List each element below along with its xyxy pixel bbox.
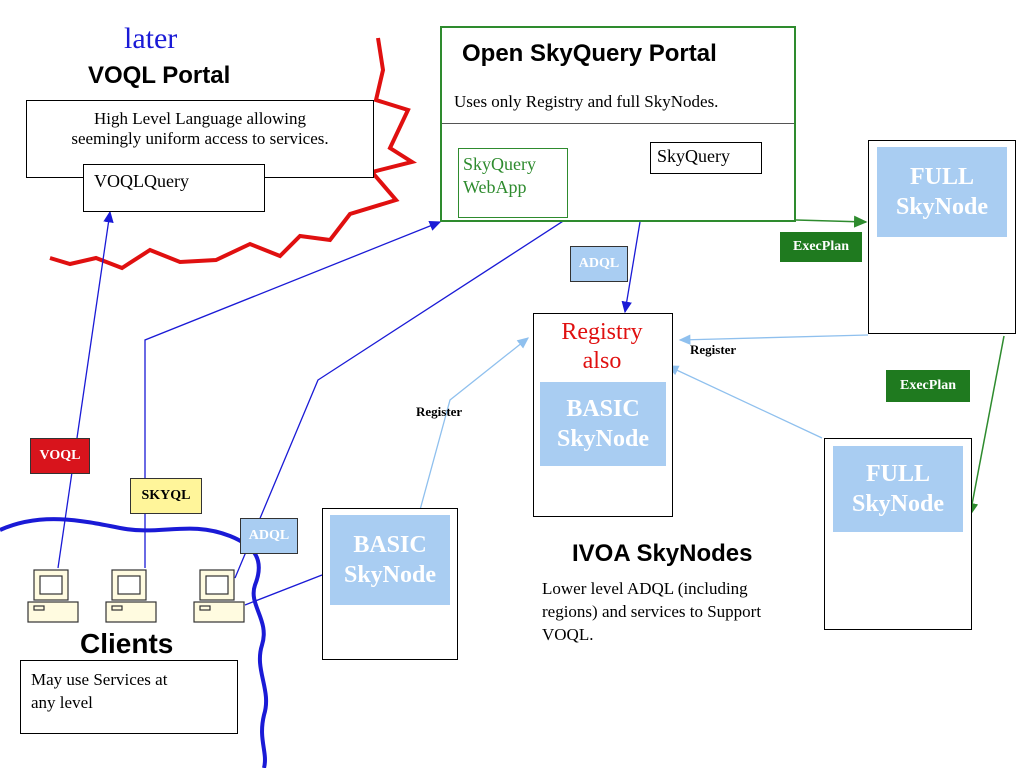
registry-line2: also: [582, 347, 622, 374]
registry-basic-skynode: BASIC SkyNode: [540, 382, 666, 466]
skyquery-portal-title: Open SkyQuery Portal: [462, 40, 717, 67]
skyquery-label: SkyQuery: [657, 146, 730, 166]
full-top-line2: SkyNode: [895, 194, 989, 220]
ivoa-desc-line3: VOQL.: [542, 624, 594, 644]
register-right-label: Register: [690, 342, 737, 357]
voql-tag: VOQL: [30, 438, 90, 474]
computer-icon: [27, 569, 245, 623]
voql-query-box[interactable]: VOQLQuery: [83, 164, 265, 212]
basic-left-line1: BASIC: [353, 532, 427, 558]
basic-left-line2: SkyNode: [343, 562, 437, 588]
full-skynode-bottom: FULL SkyNode: [833, 446, 963, 532]
adql-left-tag: ADQL: [240, 518, 298, 554]
ivoa-desc-line2: regions) and services to Support: [542, 601, 762, 621]
voql-portal-title: VOQL Portal: [88, 62, 231, 89]
execplan-top-tag: ExecPlan: [780, 232, 862, 262]
registry-title: Registry also: [534, 318, 670, 376]
voql-description-line1: High Level Language allowing: [94, 109, 306, 128]
full-top-line1: FULL: [909, 164, 974, 190]
adql-center-tag: ADQL: [570, 246, 628, 282]
clients-desc-line1: May use Services at: [31, 670, 168, 689]
clients-title: Clients: [80, 628, 174, 659]
basic-skynode-left: BASIC SkyNode: [330, 515, 450, 605]
skyquery-webapp-box[interactable]: SkyQuery WebApp: [458, 148, 568, 218]
full-bottom-line2: SkyNode: [851, 491, 945, 517]
registry-node-line1: BASIC: [566, 396, 640, 422]
execplan-right-tag: ExecPlan: [886, 370, 970, 402]
skyquery-box[interactable]: SkyQuery: [650, 142, 762, 174]
skyql-tag: SKYQL: [130, 478, 202, 514]
voql-query-label: VOQLQuery: [94, 171, 189, 191]
red-boundary-line: [49, 37, 418, 271]
registry-line1: Registry: [561, 319, 643, 345]
registry-node-line2: SkyNode: [556, 426, 650, 452]
skyquery-webapp-line2: WebApp: [463, 177, 527, 198]
ivoa-description: Lower level ADQL (including regions) and…: [542, 578, 761, 647]
clients-desc-line2: any level: [31, 692, 93, 712]
ivoa-desc-line1: Lower level ADQL (including: [542, 579, 748, 598]
voql-later-label: later: [124, 22, 178, 55]
ivoa-title: IVOA SkyNodes: [572, 540, 753, 567]
skyquery-webapp-line1: SkyQuery: [463, 154, 536, 174]
blue-wave-line: [0, 517, 269, 768]
skyquery-portal-description: Uses only Registry and full SkyNodes.: [454, 92, 719, 111]
voql-description-line2: seemingly uniform access to services.: [71, 129, 329, 149]
full-bottom-line1: FULL: [865, 461, 930, 487]
register-left-label: Register: [416, 404, 463, 419]
full-skynode-top: FULL SkyNode: [877, 147, 1007, 237]
clients-description-box: May use Services at any level: [20, 660, 238, 734]
